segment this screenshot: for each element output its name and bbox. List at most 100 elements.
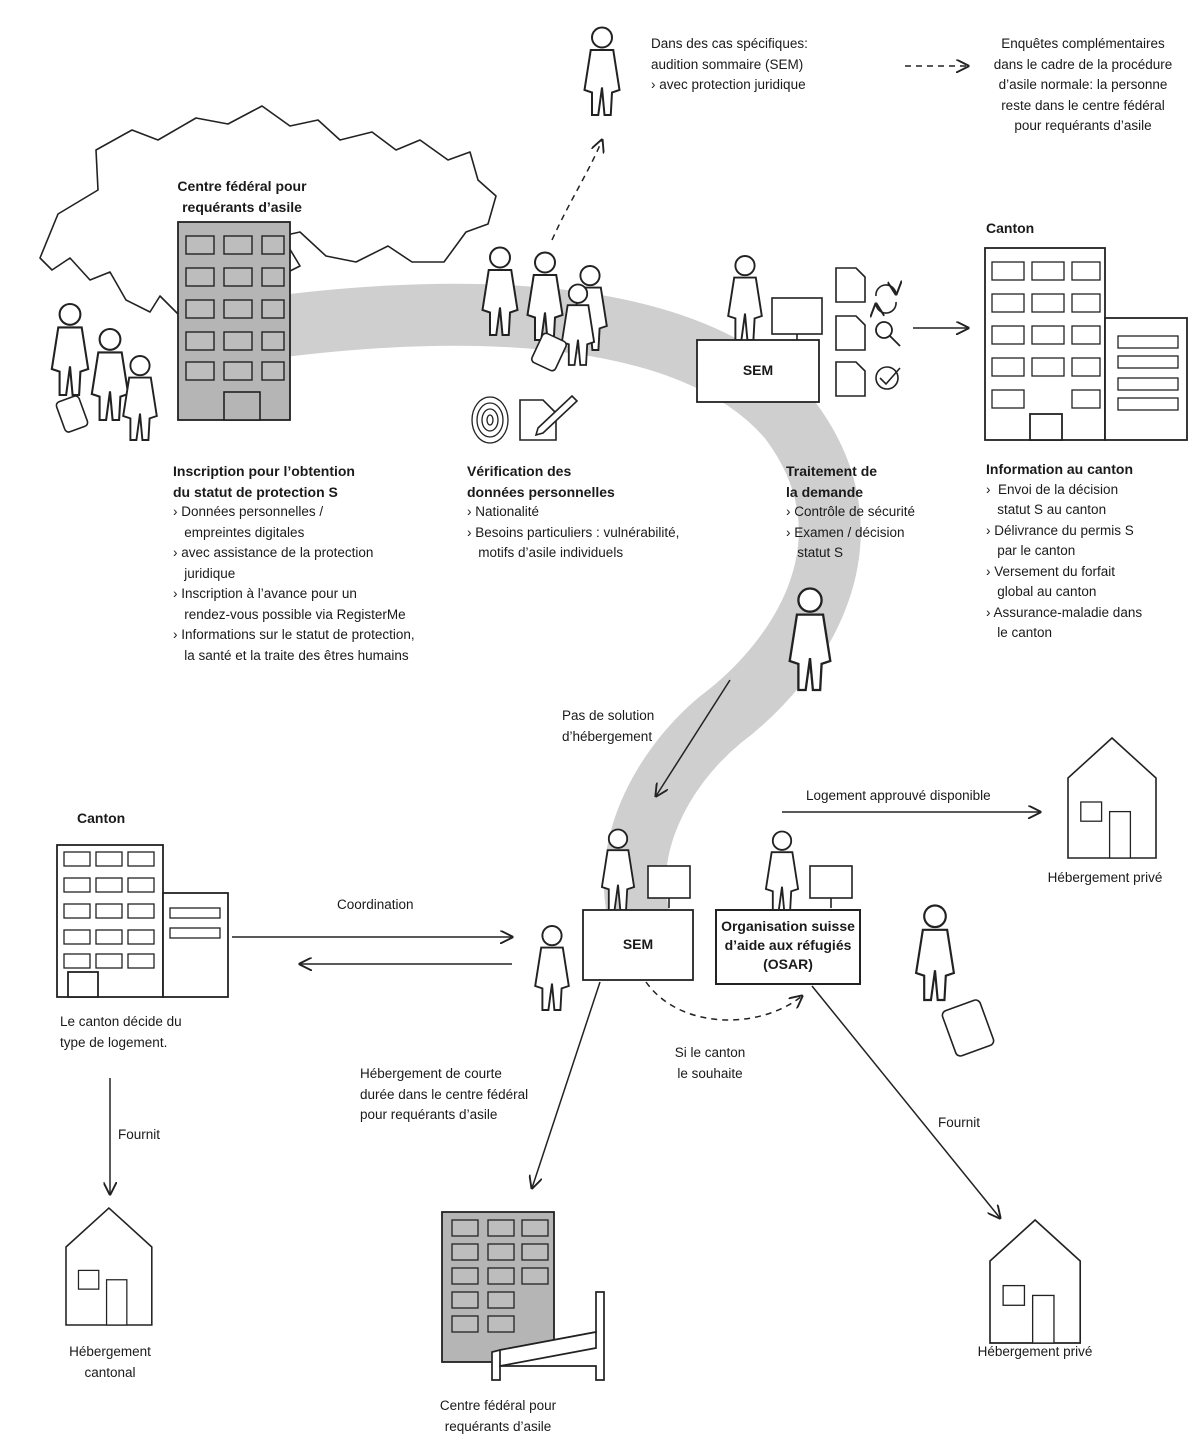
- federal-centre-bottom-label: Centre fédéral pour requérants d’asile: [418, 1396, 578, 1437]
- registration-heading: Inscription pour l’obtention: [173, 463, 355, 479]
- search-icon: [875, 321, 901, 347]
- text-line: requérants d’asile: [182, 198, 302, 215]
- refresh-icon: [876, 285, 896, 313]
- text-line: pour requérants d’asile: [1014, 118, 1152, 133]
- text-line: type de logement.: [60, 1034, 168, 1050]
- canton-info-section: Information au canton › Envoi de la déci…: [986, 459, 1142, 644]
- fingerprint-icon: [471, 396, 509, 444]
- verification-section: Vérification des données personnelles › …: [467, 461, 679, 564]
- text-line: reste dans le centre fédéral: [1001, 97, 1165, 113]
- text-line: Si le canton: [674, 1045, 746, 1060]
- text-line: cantonal: [84, 1364, 136, 1380]
- switzerland-map-outline: [39, 105, 497, 317]
- list-item: la santé et la traite des êtres humains: [173, 647, 409, 663]
- registration-section: Inscription pour l’obtention du statut d…: [173, 461, 415, 666]
- list-item: › avec assistance de la protection: [173, 545, 374, 560]
- list-item: › Inscription à l’avance pour un: [173, 586, 357, 601]
- text-line: d’asile normale: la personne: [998, 77, 1168, 92]
- list-item: global au canton: [986, 584, 1097, 599]
- list-item: rendez-vous possible via RegisterMe: [173, 606, 406, 622]
- list-item: › Données personnelles /: [173, 504, 324, 519]
- text-line: le souhaite: [677, 1065, 743, 1081]
- text-line: Centre fédéral pour: [439, 1398, 557, 1413]
- short-stay-text: Hébergement de courte durée dans le cent…: [360, 1064, 528, 1126]
- refugee-group-middle: [481, 246, 608, 372]
- federal-centre-title: Centre fédéral pour requérants d’asile: [168, 176, 316, 217]
- text-line: requérants d’asile: [444, 1418, 552, 1434]
- text-line: Pas de solution: [562, 708, 655, 723]
- canton-info-heading: Information au canton: [986, 461, 1133, 477]
- list-item: › Versement du forfait: [986, 563, 1116, 579]
- list-item: statut S au canton: [986, 502, 1107, 517]
- list-item: › Informations sur le statut de protecti…: [173, 627, 415, 642]
- text-line: durée dans le centre fédéral: [360, 1086, 529, 1102]
- canton-left-title: Canton: [77, 810, 126, 826]
- sem-label-top: SEM: [742, 362, 774, 378]
- list-item: motifs d’asile individuels: [467, 545, 624, 560]
- list-item: statut S: [786, 545, 844, 560]
- canton-building-left: [56, 844, 229, 998]
- canton-left-windows: [63, 851, 221, 969]
- private-house-bottom: [989, 1219, 1082, 1344]
- private-housing-top-label: Hébergement privé: [1047, 870, 1163, 885]
- text-line: Dans des cas spécifiques:: [651, 36, 808, 51]
- text-line: Centre fédéral pour: [177, 178, 307, 194]
- canton-decides-text: Le canton décide du type de logement.: [60, 1012, 182, 1053]
- verification-heading: données personnelles: [467, 483, 615, 500]
- if-canton-wishes-text: Si le canton le souhaite: [660, 1043, 760, 1084]
- processing-heading: la demande: [786, 483, 864, 500]
- sem-desk-bottom: [534, 828, 694, 1011]
- list-item: empreintes digitales: [173, 524, 305, 540]
- private-house-top: [1067, 737, 1157, 859]
- canton-right-title: Canton: [986, 220, 1035, 236]
- if-canton-wishes-arrow: [645, 981, 802, 1021]
- text-line: Le canton décide du: [60, 1014, 182, 1029]
- edit-document-icon: [519, 394, 579, 441]
- dashed-arrow-up: [551, 140, 602, 241]
- provides-right-text: Fournit: [938, 1115, 981, 1130]
- text-line: dans le cadre de la procédure: [993, 56, 1173, 72]
- no-housing-arrow: [656, 679, 731, 796]
- text-line: d’hébergement: [562, 728, 653, 744]
- text-line: d’aide aux réfugiés: [724, 937, 852, 953]
- text-line: Hébergement de courte: [360, 1066, 502, 1081]
- short-stay-arrow: [532, 981, 601, 1188]
- walking-person-top: [583, 26, 621, 116]
- processing-heading: Traitement de: [786, 463, 878, 479]
- verification-heading: Vérification des: [467, 463, 572, 479]
- check-icon: [875, 366, 901, 390]
- further-inquiries-text: Enquêtes complémentaires dans le cadre d…: [978, 34, 1188, 137]
- text-line: (OSAR): [763, 956, 813, 972]
- approved-housing-text: Logement approuvé disponible: [806, 788, 991, 803]
- federal-centre-building: [177, 221, 291, 421]
- text-line: Enquêtes complémentaires: [1001, 36, 1165, 51]
- private-housing-bottom-label: Hébergement privé: [977, 1344, 1093, 1359]
- list-item: › Assurance-maladie dans: [986, 604, 1143, 620]
- federal-centre-bottom: [441, 1211, 555, 1363]
- woman-with-suitcase: [915, 904, 995, 1057]
- list-item: › Besoins particuliers : vulnérabilité,: [467, 524, 680, 540]
- registration-heading: du statut de protection S: [173, 483, 338, 500]
- osar-desk: [715, 830, 861, 985]
- bed-icon: [491, 1291, 605, 1381]
- list-item: › Examen / décision: [786, 524, 905, 540]
- sem-label-bottom: SEM: [622, 936, 654, 952]
- text-line: › avec protection juridique: [651, 77, 806, 92]
- processing-section: Traitement de la demande › Contrôle de s…: [786, 461, 915, 564]
- cantonal-house: [65, 1207, 153, 1326]
- text-line: pour requérants d’asile: [360, 1107, 498, 1122]
- refugee-group-left: [50, 302, 158, 441]
- list-item: par le canton: [986, 543, 1076, 558]
- list-item: le canton: [986, 625, 1053, 640]
- list-item: juridique: [173, 565, 236, 581]
- list-item: › Nationalité: [467, 504, 540, 519]
- list-item: › Délivrance du permis S: [986, 522, 1134, 538]
- specific-cases-text: Dans des cas spécifiques: audition somma…: [651, 34, 808, 96]
- text-line: audition sommaire (SEM): [651, 56, 804, 72]
- cantonal-housing-label: Hébergement cantonal: [40, 1342, 180, 1383]
- sem-desk-top: [696, 255, 823, 403]
- canton-right-windows: [991, 261, 1179, 411]
- no-housing-text: Pas de solution d’hébergement: [562, 706, 654, 747]
- federal-centre-windows: [185, 235, 285, 381]
